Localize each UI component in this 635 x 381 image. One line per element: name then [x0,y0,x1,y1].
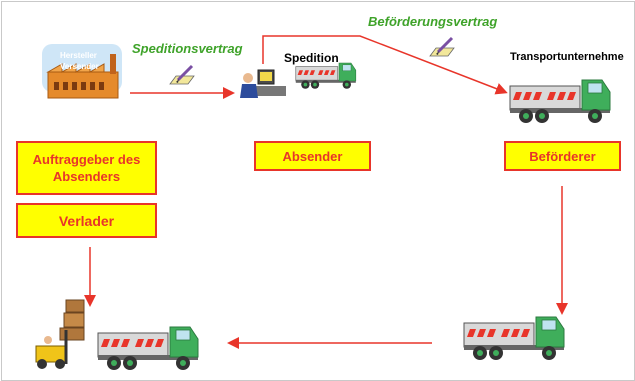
label-speditionsvertrag: Speditionsvertrag [132,41,243,56]
label-spedition: Spedition [284,51,339,65]
truck-icon [509,79,611,124]
factory-label-versender: Versender [60,62,99,71]
truck-icon [463,316,565,361]
role-box-befoerderer: Beförderer [504,141,621,171]
role-label-befoerderer: Beförderer [529,148,596,164]
office-worker-icon [240,69,286,98]
contract-pen-icon [428,36,456,58]
factory-icon [42,44,122,99]
arrow-spedition-to-transport [262,35,508,95]
role-box-absender: Absender [254,141,371,171]
forklift-icon [35,299,85,369]
truck-icon [295,62,357,90]
truck-icon [97,326,199,371]
role-label-auftraggeber: Auftraggeber des Absenders [32,152,141,184]
role-label-absender: Absender [282,148,343,164]
label-befoerderungsvertrag: Beförderungsvertrag [368,14,498,29]
factory-label-hersteller: Hersteller [60,51,97,60]
contract-pen-icon [168,64,196,86]
role-box-auftraggeber: Auftraggeber des Absenders [16,141,157,195]
role-label-verlader: Verlader [58,212,115,229]
role-box-verlader: Verlader [16,203,157,238]
label-transportunternehmen: Transportunternehme [510,51,624,63]
